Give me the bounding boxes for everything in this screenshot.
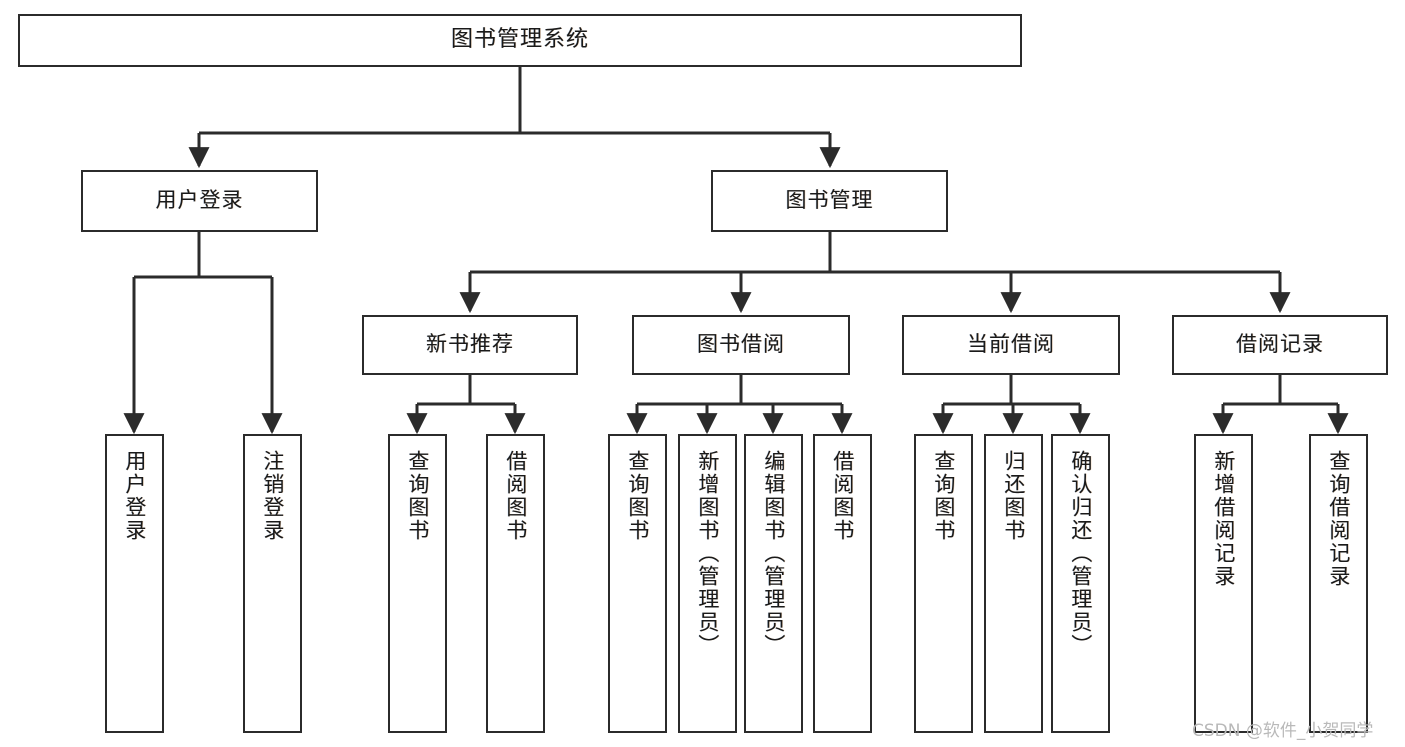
node-leaf-confirm-return-admin[interactable]: 确认归还（管理员） (1051, 434, 1110, 733)
node-leaf-edit-book-admin[interactable]: 编辑图书（管理员） (744, 434, 803, 733)
node-root[interactable]: 图书管理系统 (18, 14, 1022, 67)
node-current-borrow-label: 当前借阅 (967, 332, 1055, 357)
node-book-manage[interactable]: 图书管理 (711, 170, 948, 232)
node-leaf-return-book[interactable]: 归还图书 (984, 434, 1043, 733)
node-user-login-label: 用户登录 (155, 188, 244, 213)
node-borrow-record[interactable]: 借阅记录 (1172, 315, 1388, 375)
node-leaf-add-borrow-record-label: 新增借阅记录 (1211, 450, 1236, 588)
node-leaf-logout-login-label: 注销登录 (260, 450, 285, 542)
node-leaf-add-book-admin-label: 新增图书（管理员） (695, 450, 720, 657)
node-leaf-user-login-label: 用户登录 (122, 450, 147, 542)
node-root-label: 图书管理系统 (450, 27, 589, 53)
node-book-borrow-label: 图书借阅 (697, 332, 785, 357)
node-user-login[interactable]: 用户登录 (81, 170, 318, 232)
csdn-watermark: CSDN @软件_小贺同学 (1192, 721, 1374, 741)
node-leaf-query-book-recommend-label: 查询图书 (405, 450, 430, 542)
node-new-book-recommend[interactable]: 新书推荐 (362, 315, 578, 375)
node-leaf-query-borrow-record[interactable]: 查询借阅记录 (1309, 434, 1368, 733)
node-leaf-user-login[interactable]: 用户登录 (105, 434, 164, 733)
node-leaf-edit-book-admin-label: 编辑图书（管理员） (761, 450, 786, 657)
node-leaf-borrow-book-recommend[interactable]: 借阅图书 (486, 434, 545, 733)
node-leaf-borrow-book-label: 借阅图书 (830, 450, 855, 542)
node-leaf-borrow-book[interactable]: 借阅图书 (813, 434, 872, 733)
node-leaf-query-book-borrow-label: 查询图书 (625, 450, 650, 542)
node-leaf-logout-login[interactable]: 注销登录 (243, 434, 302, 733)
node-current-borrow[interactable]: 当前借阅 (902, 315, 1120, 375)
node-leaf-query-book-recommend[interactable]: 查询图书 (388, 434, 447, 733)
node-leaf-confirm-return-admin-label: 确认归还（管理员） (1068, 450, 1093, 657)
node-leaf-query-borrow-record-label: 查询借阅记录 (1326, 450, 1351, 588)
node-book-manage-label: 图书管理 (785, 188, 874, 213)
node-new-book-recommend-label: 新书推荐 (426, 332, 514, 357)
node-leaf-query-book-current-label: 查询图书 (931, 450, 956, 542)
node-leaf-borrow-book-recommend-label: 借阅图书 (503, 450, 528, 542)
node-leaf-return-book-label: 归还图书 (1001, 450, 1026, 542)
node-leaf-query-book-current[interactable]: 查询图书 (914, 434, 973, 733)
node-borrow-record-label: 借阅记录 (1236, 332, 1324, 357)
node-leaf-query-book-borrow[interactable]: 查询图书 (608, 434, 667, 733)
node-book-borrow[interactable]: 图书借阅 (632, 315, 850, 375)
node-leaf-add-book-admin[interactable]: 新增图书（管理员） (678, 434, 737, 733)
node-leaf-add-borrow-record[interactable]: 新增借阅记录 (1194, 434, 1253, 733)
